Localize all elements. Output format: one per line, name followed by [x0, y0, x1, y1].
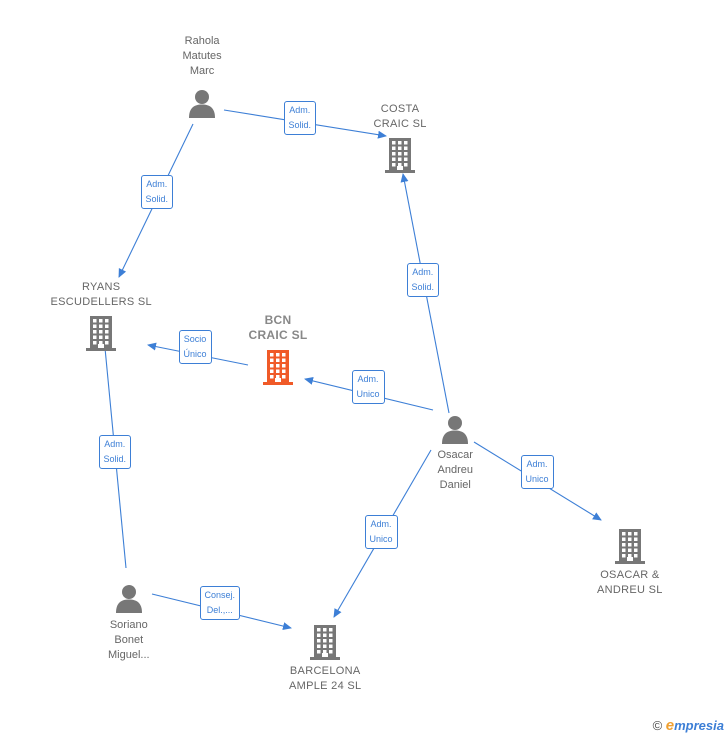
edge-label-e8[interactable]: Adm. Solid.: [98, 435, 132, 469]
company-building-icon[interactable]: [614, 528, 646, 569]
focus-company-building-icon[interactable]: [262, 349, 294, 390]
company-building-icon[interactable]: [309, 624, 341, 665]
edge-label-e1[interactable]: Adm. Solid.: [283, 101, 317, 135]
company-building-icon[interactable]: [384, 137, 416, 178]
node-label-soriano[interactable]: Soriano Bonet Miguel...: [108, 619, 150, 661]
node-label-costa[interactable]: COSTA CRAIC SL: [373, 103, 427, 130]
edge-label-e9[interactable]: Consej. Del.,...: [199, 586, 241, 620]
brand-initial: e: [665, 717, 675, 734]
node-label-osacar_sl[interactable]: OSACAR & ANDREU SL: [597, 569, 663, 596]
node-label-oscar[interactable]: Osacar Andreu Daniel: [437, 449, 473, 491]
node-label-ryans[interactable]: RYANS ESCUDELLERS SL: [50, 281, 152, 308]
copyright-symbol: ©: [652, 718, 663, 733]
person-icon[interactable]: [115, 584, 143, 619]
node-label-rahola[interactable]: Rahola Matutes Marc: [182, 35, 222, 77]
copyright-footer: © empresia: [653, 717, 724, 734]
edge-label-e5[interactable]: Adm. Unico: [351, 370, 385, 404]
person-icon[interactable]: [441, 415, 469, 450]
brand-name: mpresia: [674, 718, 724, 733]
edge-label-e3[interactable]: Socio Único: [178, 330, 212, 364]
company-building-icon[interactable]: [85, 315, 117, 356]
edge-label-e7[interactable]: Adm. Unico: [364, 515, 398, 549]
edge-label-e6[interactable]: Adm. Unico: [520, 455, 554, 489]
person-icon[interactable]: [188, 89, 216, 124]
edge-label-e4[interactable]: Adm. Solid.: [406, 263, 440, 297]
node-label-bcn[interactable]: BCN CRAIC SL: [248, 313, 308, 342]
edge-label-e2[interactable]: Adm. Solid.: [140, 175, 174, 209]
brand-logo[interactable]: empresia: [665, 717, 724, 734]
node-label-barcelona[interactable]: BARCELONA AMPLE 24 SL: [289, 665, 362, 692]
